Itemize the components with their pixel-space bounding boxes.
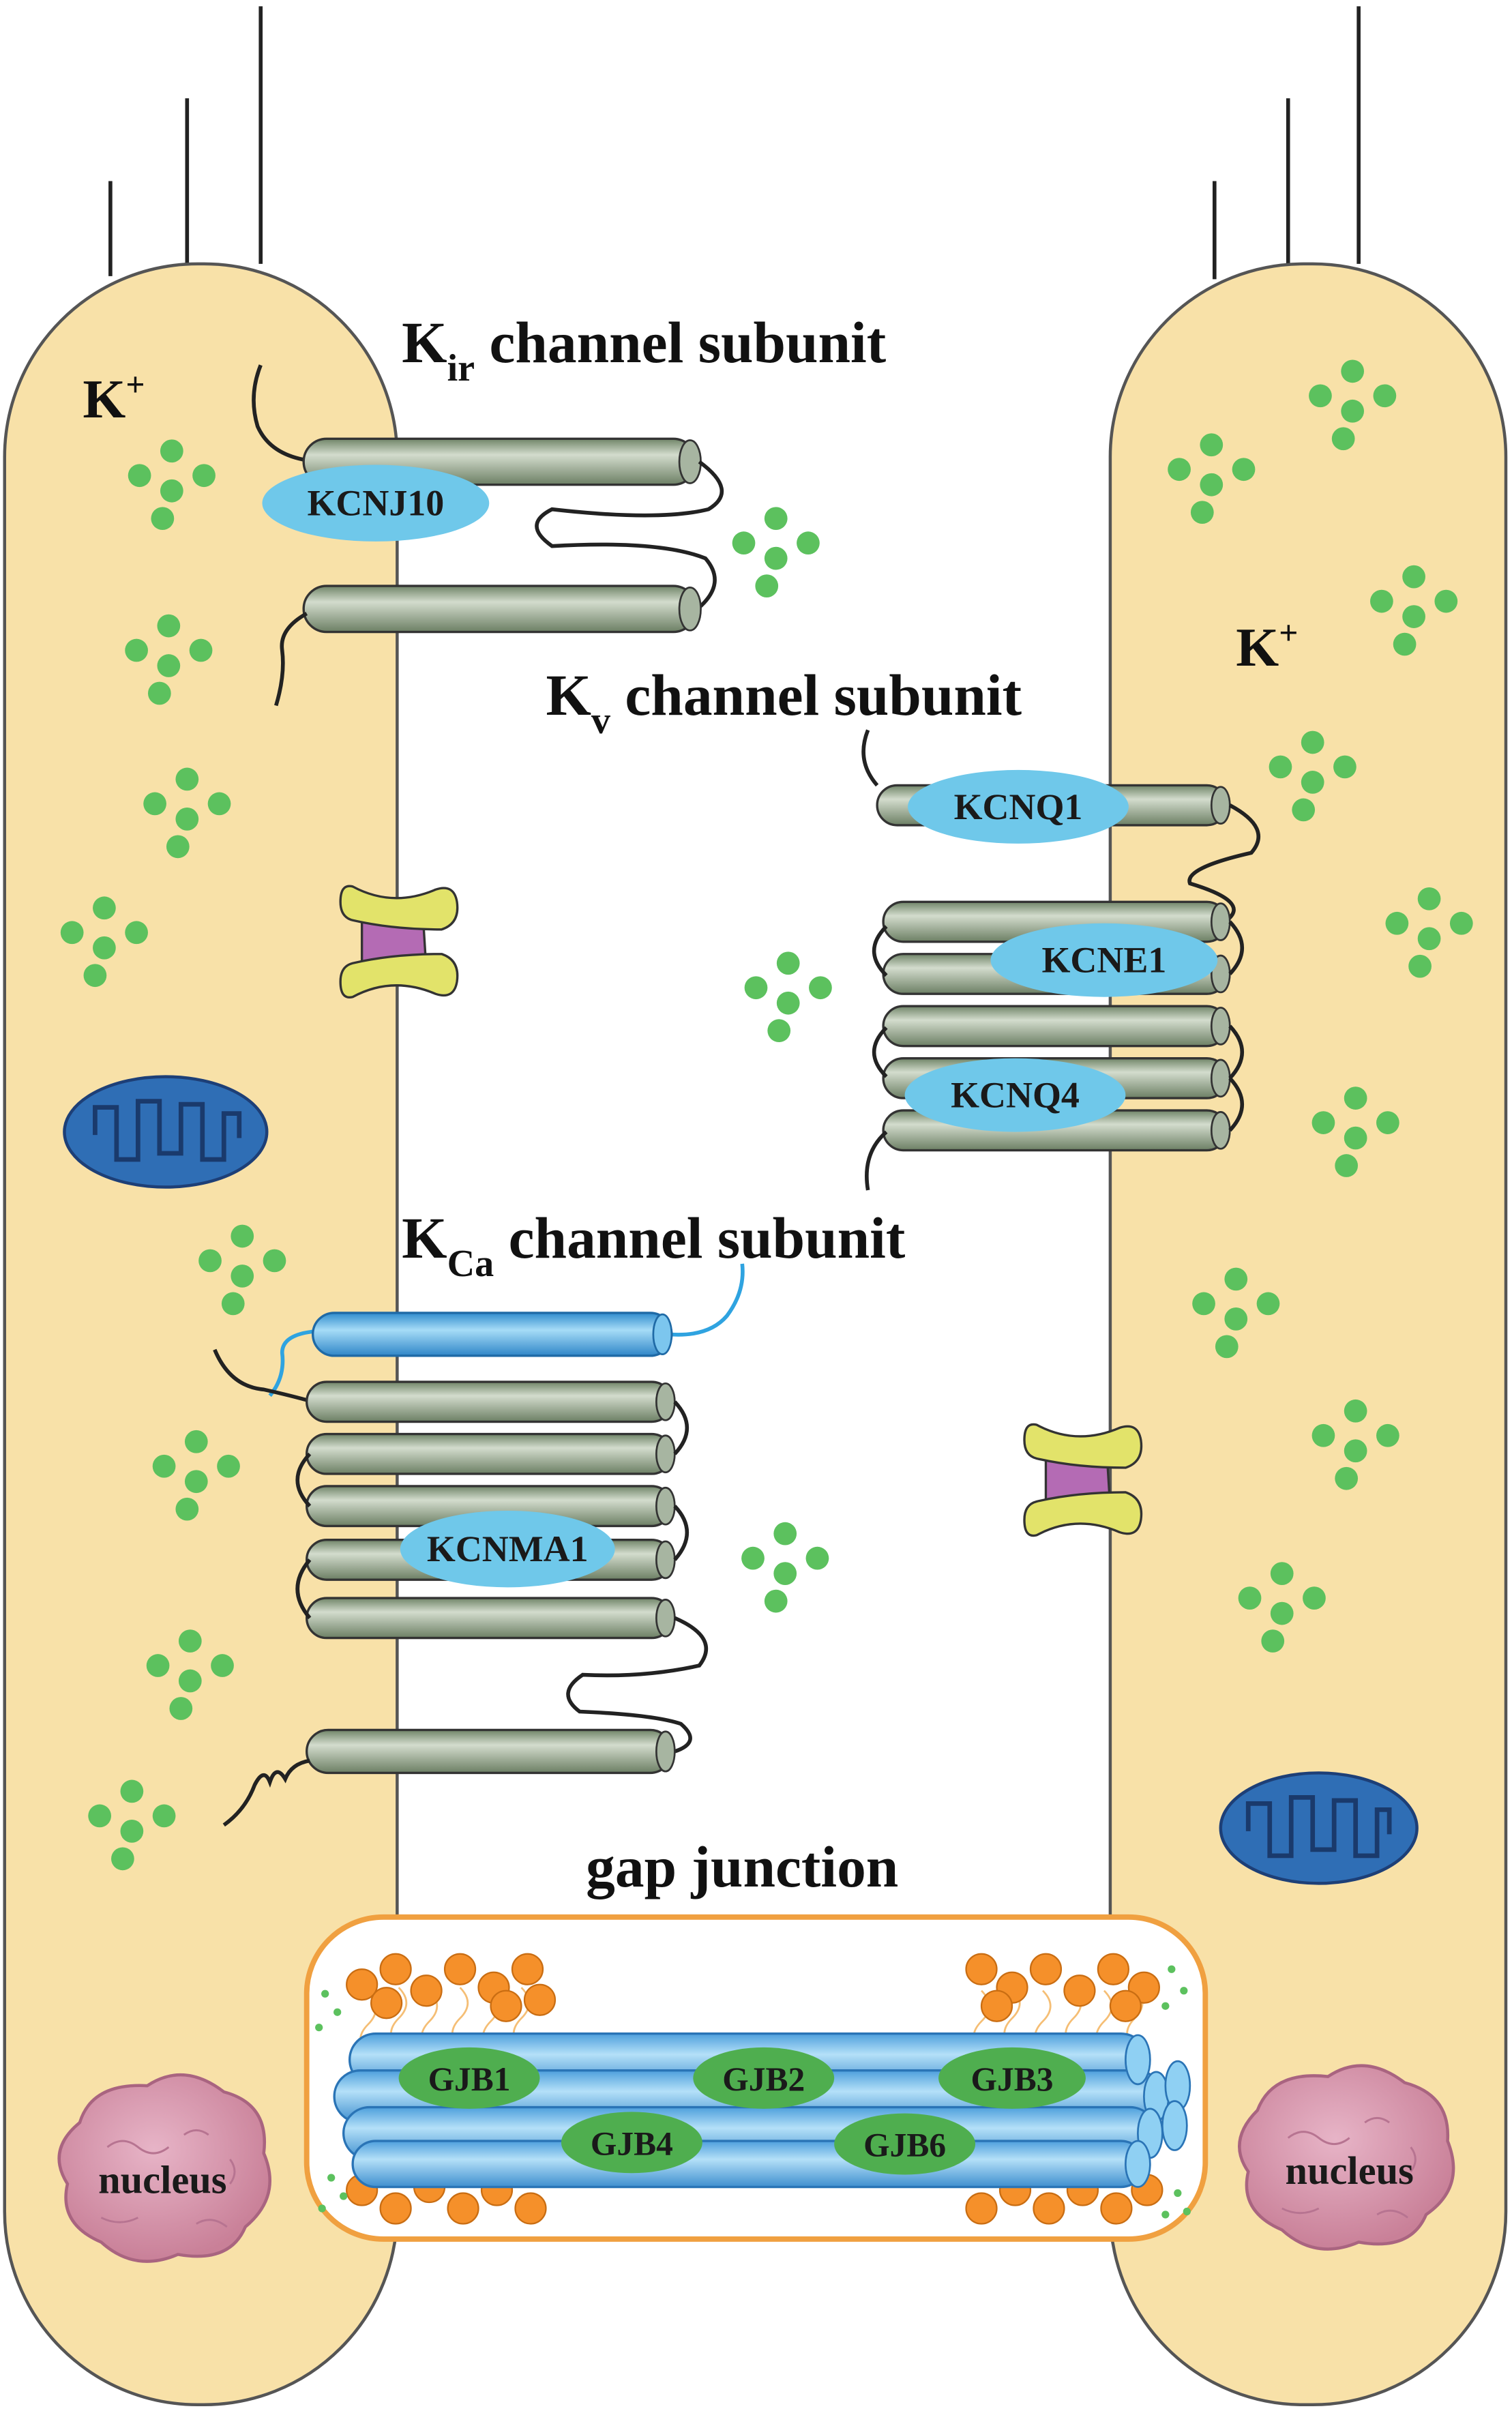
kv-channel-title: Kv channel subunit (546, 664, 1022, 742)
k-plus-label-left: K+ (83, 366, 145, 429)
gene-kcne1: KCNE1 (1041, 940, 1166, 981)
kv-channel: KCNQ1 KCNE1 KCNQ4 (861, 729, 1260, 1191)
mitochondrion-left (63, 1075, 269, 1189)
gene-gjb2: GJB2 (722, 2060, 805, 2098)
gene-gjb3: GJB3 (971, 2060, 1054, 2098)
gene-kcnq4: KCNQ4 (951, 1075, 1080, 1116)
mitochondrion-right (1219, 1771, 1419, 1885)
stereocilia-left (108, 6, 263, 276)
kir-channel-title: Kir channel subunit (402, 311, 887, 389)
gene-gjb1: GJB1 (428, 2060, 511, 2098)
gene-kcnj10: KCNJ10 (307, 483, 444, 524)
gene-gjb4: GJB4 (591, 2125, 673, 2162)
nucleus-left: nucleus (57, 2073, 271, 2263)
gap-junction: GJB1 GJB2 GJB3 GJB4 GJB6 (303, 1914, 1209, 2242)
nucleus-label-left: nucleus (98, 2158, 226, 2202)
gap-junction-title: gap junction (586, 1835, 898, 1899)
kca-channel-title: KCa channel subunit (402, 1207, 906, 1285)
kca-channel: KCNMA1 (213, 1263, 745, 1827)
k-plus-label-right: K+ (1236, 615, 1298, 678)
kir-channel: KCNJ10 (252, 364, 724, 707)
stereocilia-right (1212, 6, 1361, 280)
nucleus-label-right: nucleus (1285, 2148, 1413, 2193)
gene-kcnma1: KCNMA1 (427, 1528, 589, 1569)
gene-gjb6: GJB6 (863, 2127, 946, 2164)
nucleus-right: nucleus (1238, 2064, 1455, 2251)
gene-kcnq1: KCNQ1 (954, 786, 1083, 827)
